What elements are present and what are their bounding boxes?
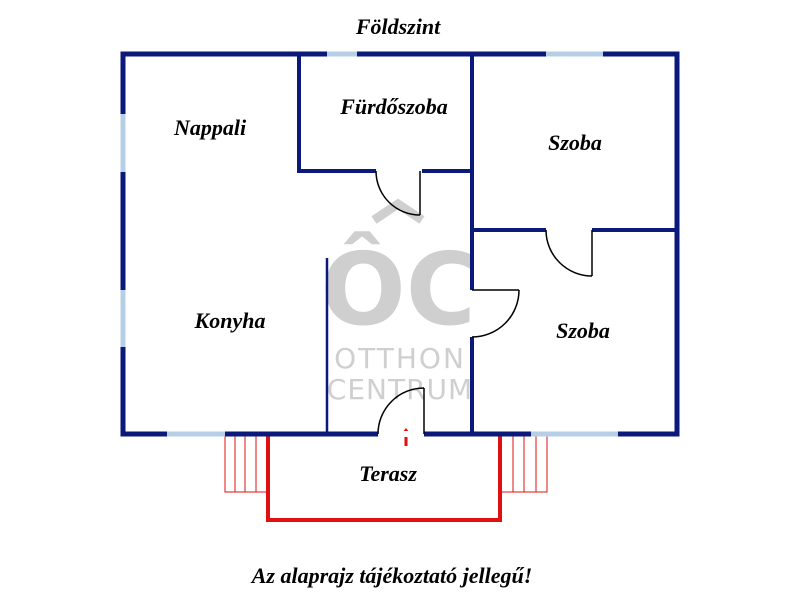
windows [120, 51, 618, 437]
bathroom-door [375, 168, 421, 216]
room-label-szoba-lower: Szoba [556, 318, 610, 343]
floor-title: Földszint [355, 14, 441, 39]
room-door-upper [545, 227, 593, 277]
terrace [224, 436, 548, 522]
entrance-door [377, 387, 425, 437]
disclaimer-note: Az alaprajz tájékoztató jellegű! [250, 563, 533, 588]
room-door-lower [469, 289, 520, 338]
room-label-konyha: Konyha [194, 308, 266, 333]
room-label-szoba-upper: Szoba [548, 130, 602, 155]
room-label-furdoszoba: Fürdőszoba [339, 94, 448, 119]
room-label-nappali: Nappali [173, 115, 247, 140]
watermark-logo: ÔC OTTHON CENTRUM [321, 198, 479, 406]
watermark-line-2: CENTRUM [327, 373, 473, 406]
watermark-logo-letters: ÔC [321, 231, 479, 348]
room-label-terasz: Terasz [359, 461, 417, 486]
doors [375, 168, 593, 437]
watermark-line-1: OTTHON [334, 342, 466, 375]
